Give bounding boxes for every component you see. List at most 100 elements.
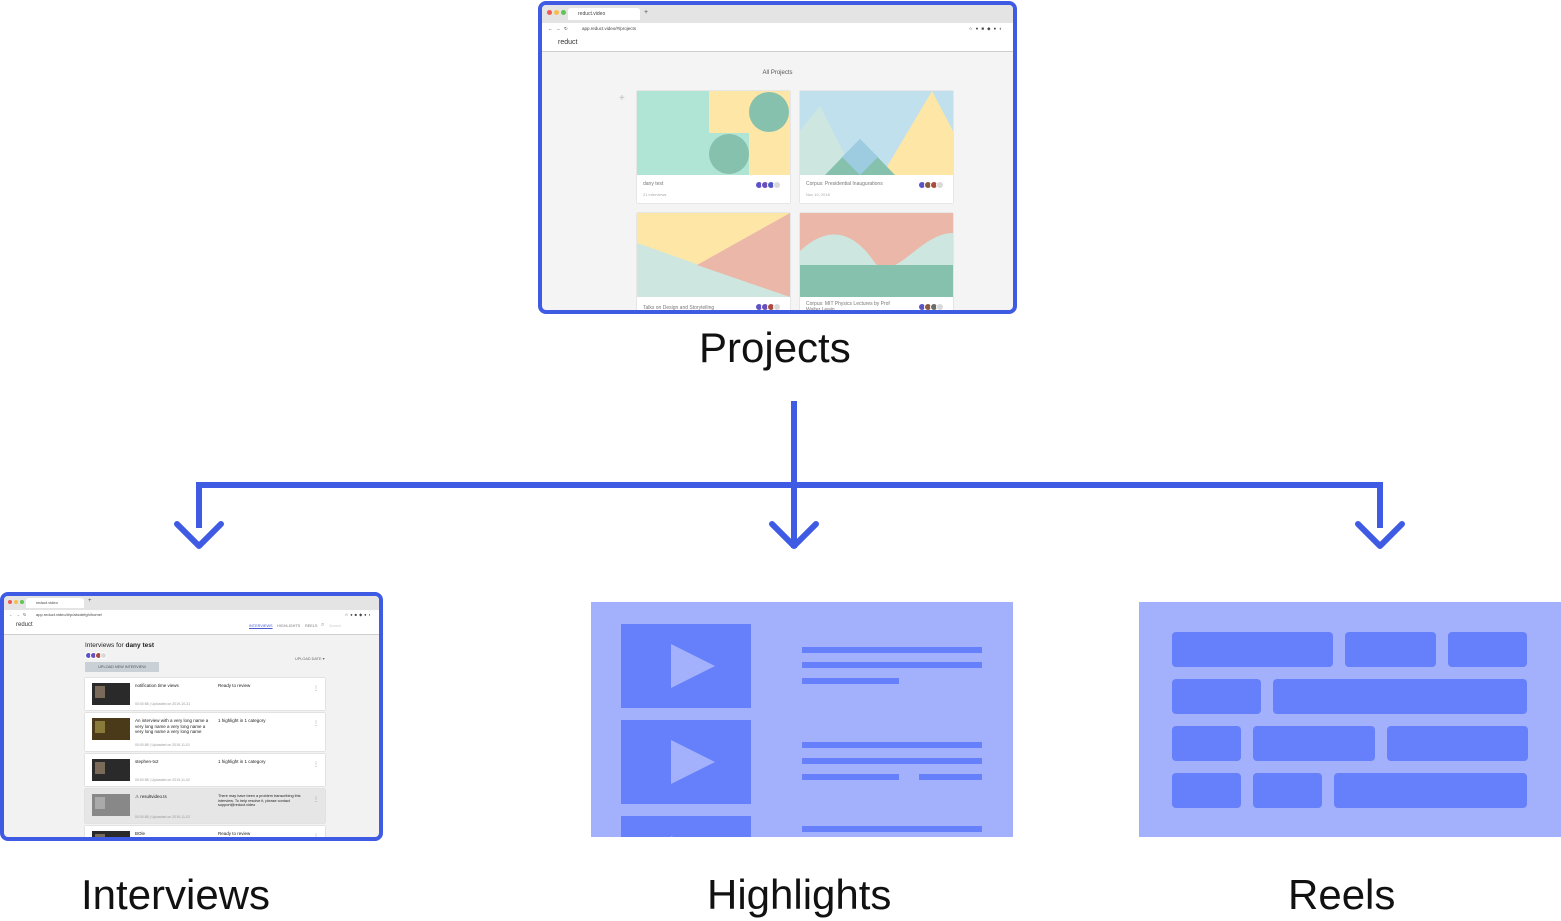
- highlights-label: Highlights: [707, 871, 892, 918]
- new-tab-icon[interactable]: +: [88, 598, 92, 604]
- project-card[interactable]: Talks on Design and Storytelling: [637, 213, 790, 310]
- search-input[interactable]: Search: [329, 624, 342, 628]
- more-icon[interactable]: ⋮: [313, 834, 319, 840]
- heading-project: dany test: [125, 642, 155, 649]
- upload-button[interactable]: UPLOAD NEW INTERVIEW: [85, 662, 159, 672]
- reload-icon[interactable]: ↻: [564, 26, 568, 31]
- video-thumbnail: [92, 794, 130, 816]
- more-icon[interactable]: ⋮: [313, 797, 319, 803]
- interview-row[interactable]: notification time views Ready to review …: [85, 678, 325, 710]
- interview-status: There may have been a problem transcribi…: [218, 794, 301, 808]
- nav-tab-highlights[interactable]: HIGHLIGHTS: [277, 624, 301, 628]
- video-block: [621, 720, 751, 804]
- arrow-head-highlights: [769, 521, 819, 549]
- play-icon: [671, 644, 715, 688]
- branch-line: [196, 482, 1383, 528]
- project-name: Corpus: Presidential Inaugurations: [806, 181, 883, 187]
- browser-tabbar: reduct.video +: [542, 5, 1013, 24]
- maximize-dot-icon[interactable]: [20, 600, 24, 604]
- project-card[interactable]: dany test 21 interviews: [637, 91, 790, 203]
- reels-label: Reels: [1288, 871, 1396, 918]
- minimize-dot-icon[interactable]: [14, 600, 18, 604]
- close-dot-icon[interactable]: [8, 600, 12, 604]
- text-line: [802, 647, 982, 653]
- interview-title: ⚠ resultvideo.ts: [135, 794, 167, 799]
- brand-logo[interactable]: reduct: [558, 39, 578, 46]
- reel-clip: [1172, 773, 1241, 808]
- browser-tabbar: reduct.video +: [4, 596, 379, 611]
- back-icon[interactable]: ←: [548, 26, 553, 31]
- reel-clip: [1448, 632, 1527, 667]
- minimize-dot-icon[interactable]: [554, 10, 559, 15]
- browser-tab[interactable]: reduct.video: [568, 8, 640, 20]
- avatar: [773, 303, 781, 310]
- extension-icons[interactable]: ☆●■◆●◐: [968, 26, 1005, 31]
- interviews-label: Interviews: [81, 871, 271, 918]
- video-block: [621, 624, 751, 708]
- interview-status: 1 highlight in 1 category: [218, 759, 266, 764]
- interview-title: An interview with a very long name a ver…: [135, 718, 209, 734]
- sort-dropdown[interactable]: UPLOAD DATE ▾: [295, 656, 324, 661]
- url-text[interactable]: app.reduct.video/#/projects: [582, 26, 637, 31]
- maximize-dot-icon[interactable]: [561, 10, 566, 15]
- interview-title: BOle: [135, 831, 146, 836]
- arrow-head-reels: [1355, 521, 1405, 549]
- interview-row[interactable]: An interview with a very long name a ver…: [85, 713, 325, 751]
- avatar: [773, 181, 781, 189]
- reload-icon[interactable]: ↻: [23, 612, 27, 617]
- interview-meta: 00:00:58 | Uploaded on 2019-11-01: [135, 743, 190, 747]
- text-line: [802, 742, 982, 748]
- text-line: [802, 774, 899, 780]
- extension-icons[interactable]: ☆●■◆●◐: [344, 612, 373, 617]
- video-thumbnail: [92, 759, 130, 781]
- text-line: [802, 678, 899, 684]
- projects-screenshot: reduct.video + ← → ↻ app.reduct.video/#/…: [538, 1, 1017, 314]
- video-block: [621, 816, 751, 837]
- interview-status: 1 highlight in 1 category: [218, 718, 266, 723]
- more-icon[interactable]: ⋮: [313, 721, 319, 727]
- app-header: reduct: [542, 35, 1013, 52]
- forward-icon[interactable]: →: [556, 26, 561, 31]
- project-cover-art: [800, 91, 953, 175]
- app-header: reduct INTERVIEWS HIGHLIGHTS REELS ⌕ Sea…: [4, 620, 379, 635]
- browser-tab[interactable]: reduct.video: [26, 598, 84, 608]
- plus-icon[interactable]: +: [619, 93, 625, 104]
- reel-clip: [1345, 632, 1436, 667]
- reel-clip: [1172, 679, 1261, 714]
- video-thumbnail: [92, 718, 130, 740]
- search-icon[interactable]: ⌕: [321, 622, 325, 628]
- reel-clip: [1172, 632, 1333, 667]
- interview-row[interactable]: ⚠ resultvideo.ts There may have been a p…: [85, 789, 325, 823]
- text-line: [802, 758, 982, 764]
- new-tab-icon[interactable]: +: [644, 9, 649, 16]
- text-line: [802, 662, 982, 668]
- more-icon[interactable]: ⋮: [313, 762, 319, 768]
- nav-tab-interviews[interactable]: INTERVIEWS: [249, 624, 273, 628]
- text-line: [919, 774, 982, 780]
- url-text[interactable]: app.reduct.video/#/p/abcdefgh/home/: [36, 612, 103, 617]
- nav-tab-reels[interactable]: REELS: [305, 624, 318, 628]
- close-dot-icon[interactable]: [547, 10, 552, 15]
- interviews-screenshot: reduct.video + ← → ↻ app.reduct.video/#/…: [0, 592, 383, 841]
- back-icon[interactable]: ←: [9, 612, 13, 617]
- project-card[interactable]: Corpus: MIT Physics Lectures by Prof Wal…: [800, 213, 953, 313]
- project-name: Corpus: MIT Physics Lectures by Prof Wal…: [806, 301, 890, 313]
- project-card[interactable]: Corpus: Presidential Inaugurations Nov 1…: [800, 91, 953, 203]
- avatar: [936, 181, 944, 189]
- forward-icon[interactable]: →: [16, 612, 20, 617]
- video-thumbnail: [92, 683, 130, 705]
- brand-logo[interactable]: reduct: [16, 622, 33, 628]
- interview-row[interactable]: BOle Ready to review ⋮: [85, 826, 325, 840]
- interview-meta: 00:00:58 | Uploaded on 2019-11-02: [135, 815, 190, 819]
- chevron-down-icon: ▾: [322, 657, 325, 661]
- avatar: [100, 652, 107, 659]
- interview-title: notification time views: [135, 683, 179, 688]
- interview-meta: 00:00:58 | Uploaded on 2019-11-02: [135, 778, 190, 782]
- more-icon[interactable]: ⋮: [313, 686, 319, 692]
- project-cover-art: [637, 91, 790, 175]
- reel-clip: [1334, 773, 1527, 808]
- interview-row[interactable]: stephen-tx2 1 highlight in 1 category 00…: [85, 754, 325, 786]
- interview-meta: 00:00:58 | Uploaded on 2019-10-31: [135, 702, 191, 706]
- play-icon: [671, 740, 715, 784]
